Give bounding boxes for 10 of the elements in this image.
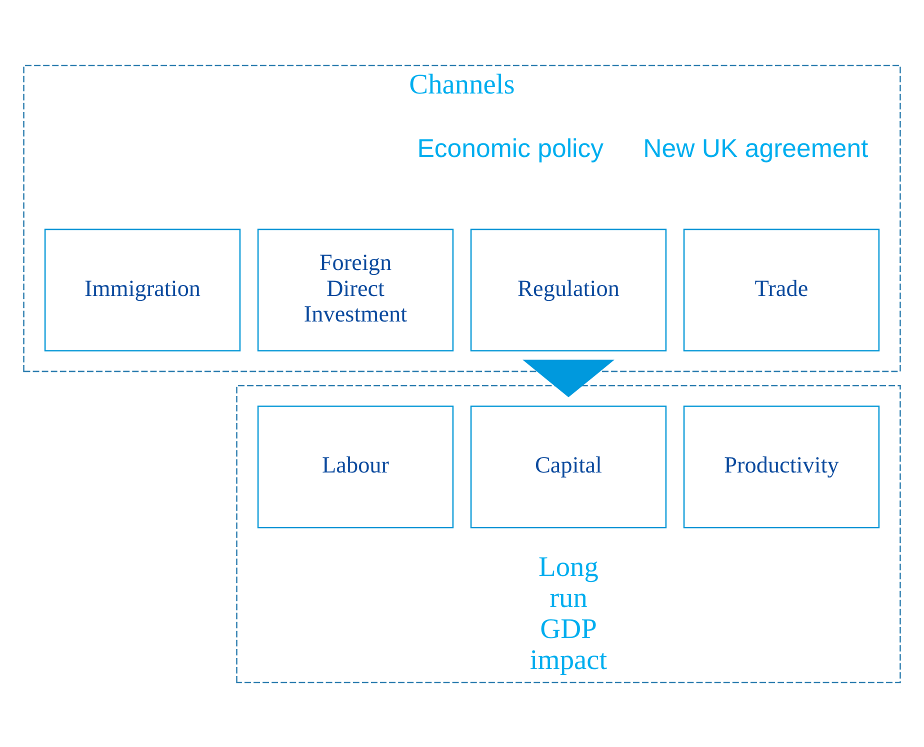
arrow	[522, 359, 614, 397]
label: Economic policy	[417, 134, 604, 163]
node-box: Regulation	[470, 228, 667, 351]
node-box: Foreign Direct Investment	[257, 228, 454, 351]
label: New UK agreement	[643, 134, 868, 163]
node-box: Productivity	[683, 405, 880, 528]
node-box: Labour	[257, 405, 454, 528]
node-box: Trade	[683, 228, 880, 351]
node-box: Immigration	[44, 228, 241, 351]
node-box: Capital	[470, 405, 667, 528]
